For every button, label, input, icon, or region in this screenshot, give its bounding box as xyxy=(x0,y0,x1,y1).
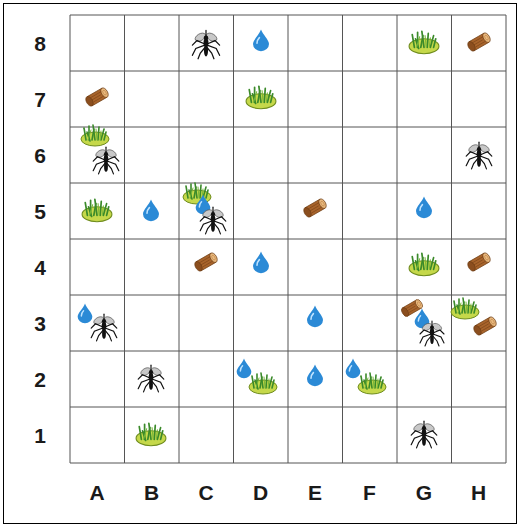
row-number: 8 xyxy=(34,33,46,54)
column-letter: G xyxy=(416,482,432,503)
column-letter: E xyxy=(308,482,322,503)
column-letter: F xyxy=(363,482,376,503)
column-letter: C xyxy=(198,482,213,503)
row-number: 6 xyxy=(34,145,46,166)
row-number: 7 xyxy=(34,89,46,110)
row-number: 4 xyxy=(34,257,46,278)
column-letter: D xyxy=(253,482,268,503)
grid-lines xyxy=(70,15,506,463)
board-icons xyxy=(78,30,498,448)
outer-frame xyxy=(4,4,517,524)
row-number: 3 xyxy=(34,313,46,334)
row-number: 1 xyxy=(34,425,46,446)
column-letter: A xyxy=(89,482,104,503)
column-letter: B xyxy=(144,482,159,503)
row-number: 5 xyxy=(34,201,46,222)
row-number: 2 xyxy=(34,369,46,390)
column-letter: H xyxy=(471,482,486,503)
